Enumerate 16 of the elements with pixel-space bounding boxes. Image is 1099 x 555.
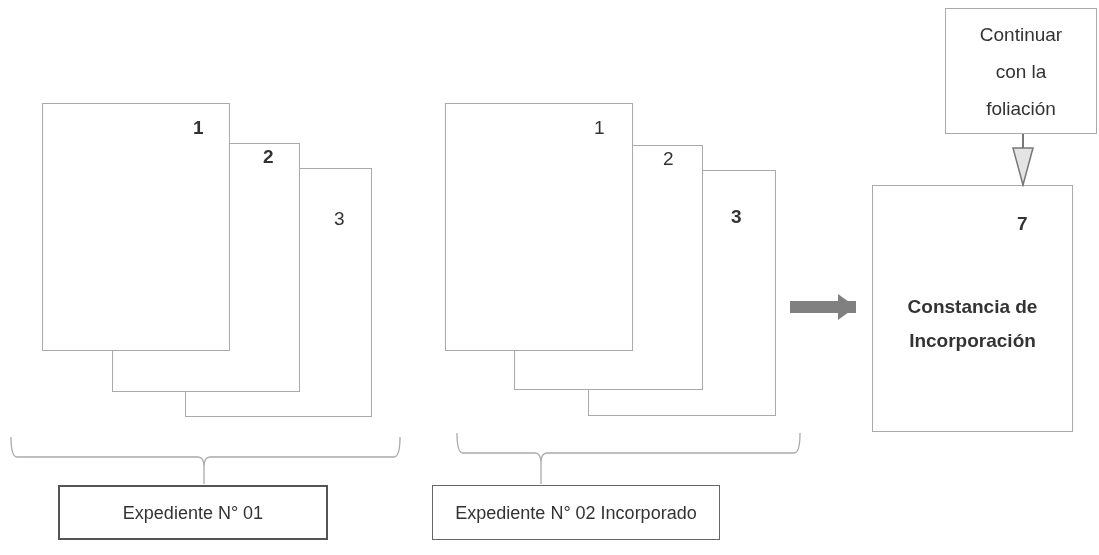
block-arrow <box>790 294 856 320</box>
arrow <box>1012 133 1034 186</box>
document-sheet <box>872 185 1073 432</box>
caption-box: Expediente N° 02 Incorporado <box>432 485 720 540</box>
page-number: 7 <box>1017 214 1028 233</box>
page-number: 2 <box>663 149 674 168</box>
page-sheet <box>445 103 633 351</box>
caption-box: Expediente N° 01 <box>58 485 328 540</box>
page-number: 3 <box>334 209 345 228</box>
page-number: 1 <box>594 118 605 137</box>
page-number: 3 <box>731 207 742 226</box>
page-number: 1 <box>193 118 204 137</box>
page-number: 2 <box>263 147 274 166</box>
page-sheet <box>42 103 230 351</box>
note-box: Continuar con la foliación <box>945 8 1097 134</box>
document-title: Constancia de Incorporación <box>906 295 1039 353</box>
